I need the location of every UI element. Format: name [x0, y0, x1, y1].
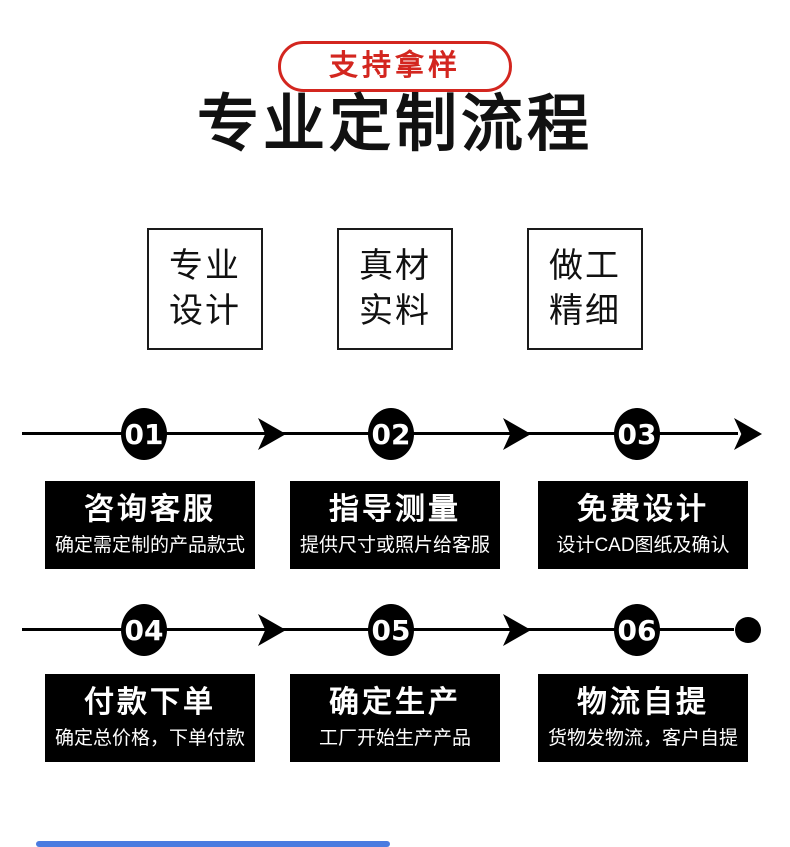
timeline-row-1: 01 02 03 — [0, 408, 790, 460]
feature-box-design: 专业 设计 — [147, 228, 263, 350]
step-box-logistics: 物流自提 货物发物流，客户自提 — [538, 674, 748, 762]
step-description: 工厂开始生产产品 — [318, 728, 471, 750]
step-number-badge: 03 — [614, 408, 660, 460]
arrow-right-icon — [734, 418, 762, 450]
step-box-row-1: 咨询客服 确定需定制的产品款式 指导测量 提供尺寸或照片给客服 免费设计 设计C… — [0, 481, 790, 569]
step-number-badge: 01 — [121, 408, 167, 460]
feature-line: 真材 — [359, 247, 431, 286]
feature-line: 精细 — [549, 292, 621, 330]
feature-box-material: 真材 实料 — [337, 228, 453, 350]
step-box-consult: 咨询客服 确定需定制的产品款式 — [45, 481, 255, 569]
feature-box-row: 专业 设计 真材 实料 做工 精细 — [0, 228, 790, 350]
step-title: 付款下单 — [84, 686, 216, 720]
feature-line: 做工 — [549, 247, 621, 286]
step-box-production: 确定生产 工厂开始生产产品 — [290, 674, 500, 762]
timeline-row-2: 04 05 06 — [0, 604, 790, 656]
feature-line: 实料 — [359, 292, 431, 330]
feature-line: 设计 — [169, 292, 241, 330]
step-description: 确定需定制的产品款式 — [54, 535, 245, 557]
feature-line: 专业 — [169, 247, 241, 286]
step-number-badge: 05 — [368, 604, 414, 656]
sample-support-badge: 支持拿样 — [277, 41, 513, 92]
step-box-free-design: 免费设计 设计CAD图纸及确认 — [538, 481, 748, 569]
step-title: 咨询客服 — [84, 493, 216, 527]
step-box-measure: 指导测量 提供尺寸或照片给客服 — [290, 481, 500, 569]
step-title: 指导测量 — [329, 493, 461, 527]
feature-box-workmanship: 做工 精细 — [527, 228, 643, 350]
step-description: 提供尺寸或照片给客服 — [299, 535, 490, 557]
step-number-badge: 04 — [121, 604, 167, 656]
step-description: 设计CAD图纸及确认 — [556, 535, 730, 557]
step-number-badge: 02 — [368, 408, 414, 460]
step-title: 物流自提 — [577, 686, 709, 720]
step-box-payment: 付款下单 确定总价格，下单付款 — [45, 674, 255, 762]
end-dot-icon — [735, 617, 761, 643]
step-description: 确定总价格，下单付款 — [54, 728, 245, 750]
step-title: 确定生产 — [329, 686, 461, 720]
step-number-badge: 06 — [614, 604, 660, 656]
step-title: 免费设计 — [577, 493, 709, 527]
step-description: 货物发物流，客户自提 — [547, 728, 738, 750]
page-title: 专业定制流程 — [196, 90, 593, 159]
step-box-row-2: 付款下单 确定总价格，下单付款 确定生产 工厂开始生产产品 物流自提 货物发物流… — [0, 674, 790, 762]
horizontal-scrollbar[interactable] — [36, 841, 390, 847]
